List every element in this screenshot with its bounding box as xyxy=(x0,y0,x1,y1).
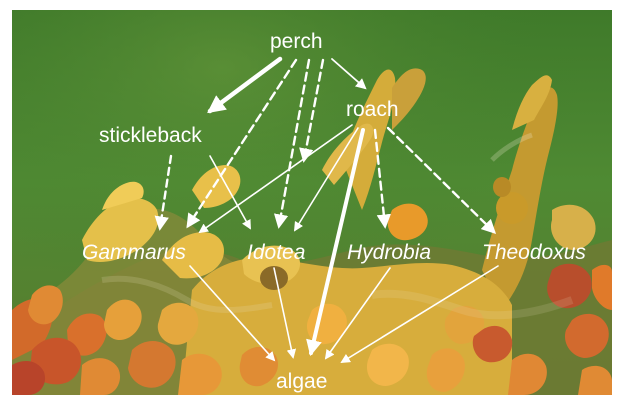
node-gammarus: Gammarus xyxy=(82,241,186,264)
node-theodoxus: Theodoxus xyxy=(482,241,586,264)
node-perch: perch xyxy=(270,30,323,53)
food-web-diagram: perch roach stickleback Gammarus Idotea … xyxy=(12,10,612,395)
node-stickleback: stickleback xyxy=(99,124,202,147)
node-roach: roach xyxy=(346,98,399,121)
photo-frame: perch roach stickleback Gammarus Idotea … xyxy=(12,10,612,395)
node-hydrobia: Hydrobia xyxy=(347,241,431,264)
node-algae: algae xyxy=(276,370,327,393)
node-idotea: Idotea xyxy=(247,241,305,264)
